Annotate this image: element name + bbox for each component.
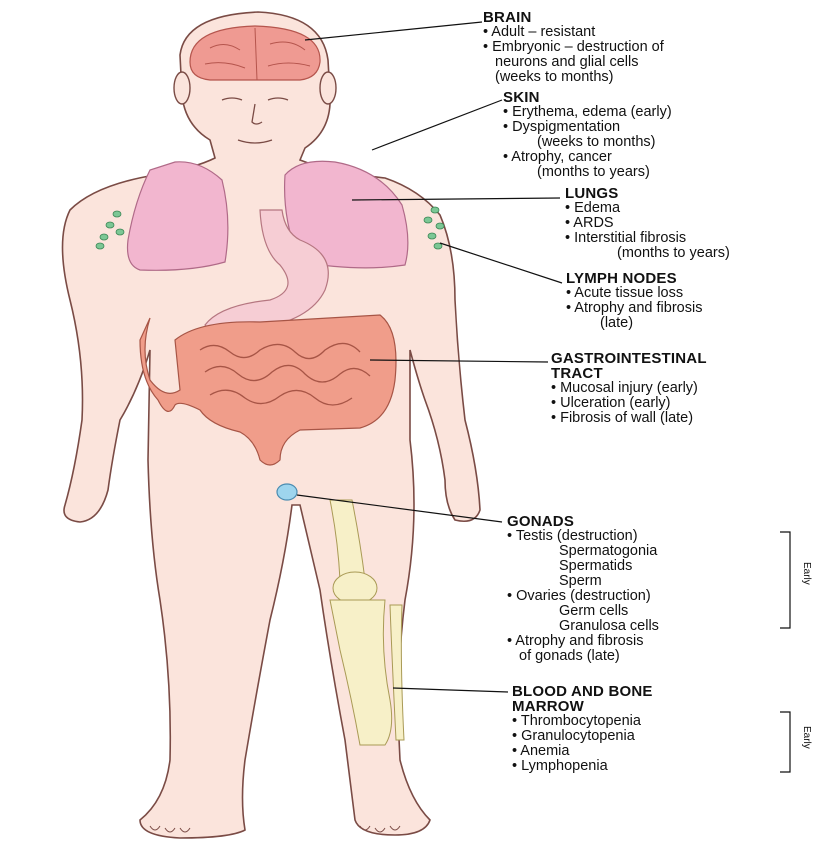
gonads-title: GONADS — [507, 514, 659, 529]
skin-title: SKIN — [503, 90, 672, 105]
lungs-title: LUNGS — [565, 186, 730, 201]
brackets — [780, 532, 790, 772]
lungs-line: • Interstitial fibrosis — [565, 231, 730, 246]
blood-bone-marrow-title: MARROW — [512, 699, 653, 714]
gi-tract-line: • Fibrosis of wall (late) — [551, 411, 707, 426]
skin-line: (weeks to months) — [503, 135, 672, 150]
blood-bone-marrow-line: • Anemia — [512, 744, 653, 759]
gonads-line: • Atrophy and fibrosis — [507, 634, 659, 649]
gonads-line: of gonads (late) — [507, 649, 659, 664]
skin-line: • Erythema, edema (early) — [503, 105, 672, 120]
gi-tract-line: • Ulceration (early) — [551, 396, 707, 411]
brain-line: • Embryonic – destruction of — [483, 40, 664, 55]
gonads-bracket-label: Early — [801, 562, 812, 585]
lungs-line: • Edema — [565, 201, 730, 216]
gonads-line: Granulosa cells — [507, 619, 659, 634]
skin-line: (months to years) — [503, 165, 672, 180]
skin-line: • Dyspigmentation — [503, 120, 672, 135]
gi-tract-title: GASTROINTESTINAL — [551, 351, 707, 366]
gonads-line: Spermatogonia — [507, 544, 659, 559]
lymph-nodes-line: (late) — [566, 316, 702, 331]
lymph-nodes-label: LYMPH NODES • Acute tissue loss • Atroph… — [566, 271, 702, 331]
lymph-nodes-line: • Atrophy and fibrosis — [566, 301, 702, 316]
right-ear — [320, 72, 336, 104]
blood-bone-marrow-line: • Lymphopenia — [512, 759, 653, 774]
gonad — [277, 484, 297, 500]
gonads-line: Sperm — [507, 574, 659, 589]
blood-bracket-label: Early — [801, 726, 812, 749]
lungs-label: LUNGS • Edema • ARDS • Interstitial fibr… — [565, 186, 730, 261]
brain-label: BRAIN • Adult – resistant • Embryonic – … — [483, 10, 664, 85]
gi-tract-title: TRACT — [551, 366, 707, 381]
blood-bone-marrow-line: • Thrombocytopenia — [512, 714, 653, 729]
brain-title: BRAIN — [483, 10, 664, 25]
lymph-nodes-title: LYMPH NODES — [566, 271, 702, 286]
blood-bone-marrow-title: BLOOD AND BONE — [512, 684, 653, 699]
lungs-line: • ARDS — [565, 216, 730, 231]
skin-line: • Atrophy, cancer — [503, 150, 672, 165]
lungs-line: (months to years) — [565, 246, 730, 261]
left-ear — [174, 72, 190, 104]
knee-cap — [333, 572, 377, 604]
brain-line: • Adult – resistant — [483, 25, 664, 40]
gonads-line: • Testis (destruction) — [507, 529, 659, 544]
blood-bone-marrow-label: BLOOD AND BONE MARROW • Thrombocytopenia… — [512, 684, 653, 774]
lymph-nodes-line: • Acute tissue loss — [566, 286, 702, 301]
gonads-line: Spermatids — [507, 559, 659, 574]
brain-line: neurons and glial cells — [483, 55, 664, 70]
skin-label: SKIN • Erythema, edema (early) • Dyspigm… — [503, 90, 672, 180]
blood-bone-marrow-line: • Granulocytopenia — [512, 729, 653, 744]
gi-tract-line: • Mucosal injury (early) — [551, 381, 707, 396]
brain-line: (weeks to months) — [483, 70, 664, 85]
gonads-line: • Ovaries (destruction) — [507, 589, 659, 604]
gonads-label: GONADS • Testis (destruction) Spermatogo… — [507, 514, 659, 664]
gonads-line: Germ cells — [507, 604, 659, 619]
gi-tract-label: GASTROINTESTINAL TRACT • Mucosal injury … — [551, 351, 707, 426]
